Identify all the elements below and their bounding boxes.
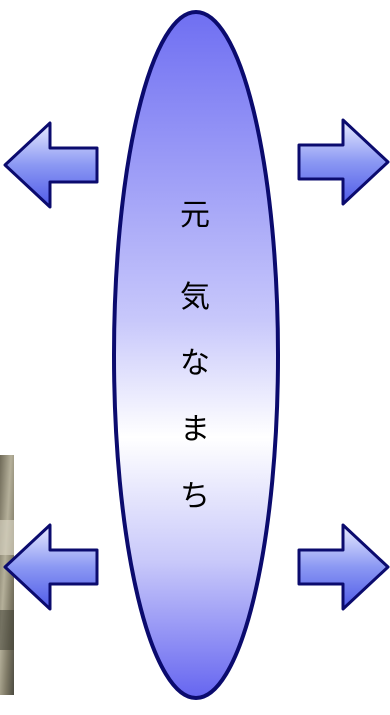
arrow-top-right (297, 118, 390, 206)
center-label-char-1: 元 (180, 198, 210, 233)
center-label-char-3: な (180, 346, 210, 381)
center-ellipse (112, 10, 280, 700)
center-label-char-4: ま (180, 412, 210, 447)
photo-fragment (0, 455, 14, 695)
arrow-bottom-left (3, 523, 99, 611)
center-label-char-2: 気 (180, 280, 210, 315)
center-label-char-5: ち (180, 479, 210, 514)
arrow-bottom-right (297, 523, 390, 611)
arrow-top-left (3, 121, 99, 209)
